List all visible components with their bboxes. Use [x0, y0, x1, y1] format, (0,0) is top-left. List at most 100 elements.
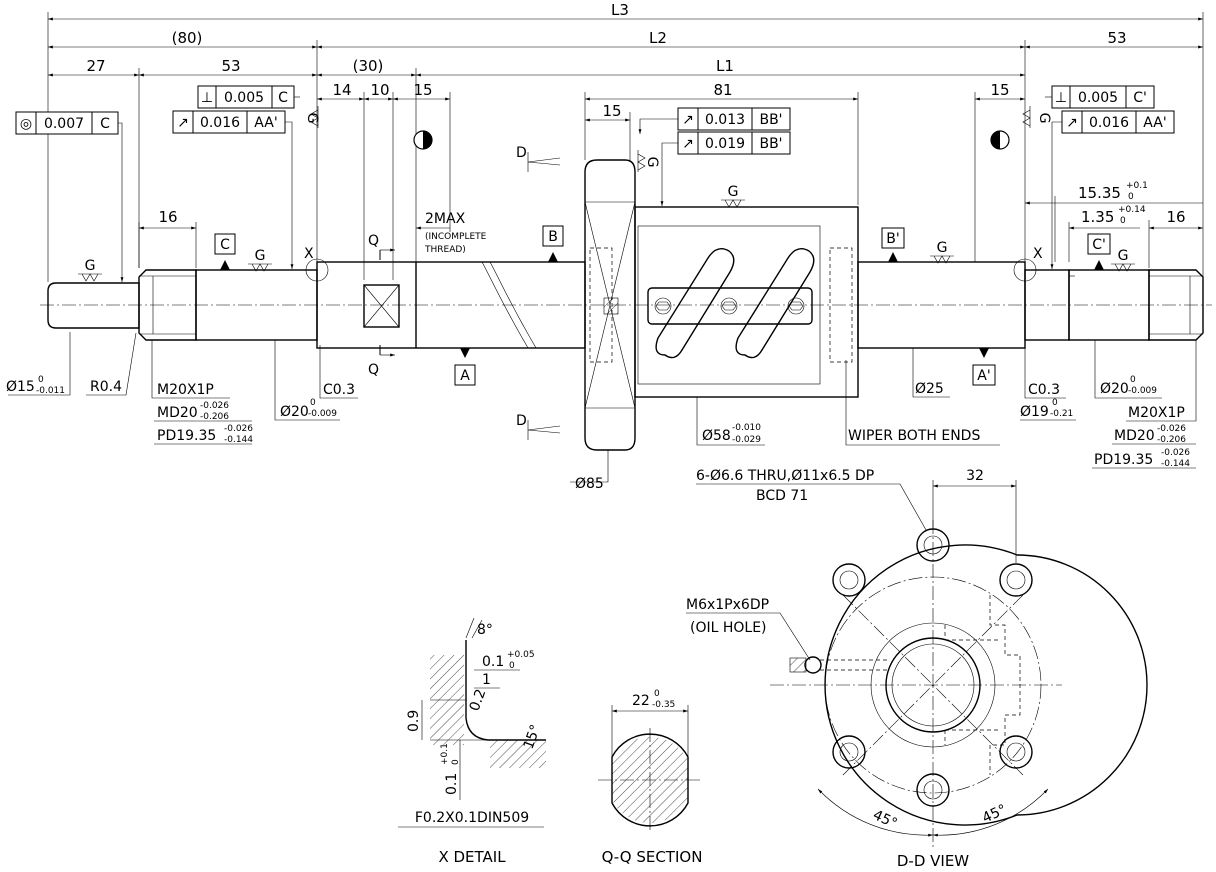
incomplete-2: THREAD) [424, 245, 466, 255]
dd-oil-2: (OIL HOLE) [690, 620, 767, 636]
dimension-chain [47, 12, 1204, 282]
datum-C-prime: C' [1092, 237, 1106, 253]
fcf-perp-right-datum: C' [1133, 90, 1147, 106]
qq-section-title: Q-Q SECTION [602, 848, 703, 866]
section-x-left: X [304, 246, 314, 262]
md20-right-up: -0.026 [1157, 424, 1186, 434]
dia58-lo: -0.029 [732, 435, 761, 445]
dim-16-right: 16 [1166, 208, 1185, 226]
datum-A-prime: A' [977, 368, 990, 384]
xd-1: 1 [482, 672, 491, 688]
fcf-nut2-datum: BB' [759, 136, 782, 152]
dim-30: (30) [353, 57, 384, 75]
surface-g-5: G [1118, 248, 1129, 264]
surface-g-2: G [255, 248, 266, 264]
xd-01b-lo: 0 [451, 759, 461, 765]
qq-section-view: 22 0 -0.35 Q-Q SECTION [598, 689, 702, 866]
fcf-nut1-value: 0.013 [705, 112, 745, 128]
dia15-lo: -0.011 [36, 386, 65, 396]
dd-view-title: D-D VIEW [897, 852, 969, 870]
fcf-runout-left-value: 0.016 [200, 115, 240, 131]
datum-C: C [220, 237, 230, 253]
tolerance-frames: ◎ 0.007 C ⊥ 0.005 C ↗ 0.016 AA' ↗ 0.013 … [15, 85, 1175, 282]
dia19: Ø19 [1020, 404, 1049, 420]
dia85: Ø85 [575, 476, 604, 492]
screw-shaft [40, 258, 1212, 349]
dimension-labels: L3 (80) L2 53 27 53 (30) L1 14 10 15 81 … [86, 1, 1185, 226]
dia20-left-up: 0 [310, 398, 316, 408]
qq-width-up: 0 [654, 689, 660, 699]
dim-53-right: 53 [1107, 29, 1126, 47]
fcf-nut1-symbol: ↗ [682, 112, 694, 128]
c03-right: C0.3 [1028, 382, 1060, 398]
xd-02: 0.2 [467, 687, 490, 713]
dim-1-35: 1.35 [1081, 208, 1114, 226]
pd-left-lo: -0.144 [224, 435, 253, 445]
fcf-runout-left-datum: AA' [254, 115, 277, 131]
dim-10: 10 [370, 81, 389, 99]
md20-left: MD20 [157, 405, 198, 421]
dia19-up: 0 [1052, 398, 1058, 408]
xd-angle-15: 15° [521, 723, 545, 752]
fcf-nut2-value: 0.019 [705, 136, 745, 152]
dia58: Ø58 [702, 428, 731, 444]
datum-B: B [548, 229, 558, 245]
xd-01: 0.1 [482, 654, 504, 670]
dd-holes: 6-Ø6.6 THRU,Ø11x6.5 DP [696, 468, 874, 484]
dim-1-35-up: +0.14 [1118, 205, 1146, 215]
md20-left-up: -0.026 [200, 401, 229, 411]
dia20-left-lo: -0.009 [308, 409, 337, 419]
pd-right-up: -0.026 [1161, 448, 1190, 458]
angle-8: 8° [477, 622, 493, 638]
x-detail-title: X DETAIL [438, 848, 506, 866]
section-q-bot: Q [368, 362, 379, 378]
xd-01b: 0.1 [444, 773, 460, 795]
surface-g-8: G [1036, 113, 1052, 124]
xd-01-lo: 0 [509, 661, 515, 671]
section-x-right: X [1033, 246, 1043, 262]
section-d-bot: D [516, 413, 527, 429]
dd-angle-left: 45° [870, 807, 899, 832]
surface-g-6: G [304, 113, 320, 124]
dim-15-35-up: +0.1 [1126, 181, 1148, 191]
dd-view: 6-Ø6.6 THRU,Ø11x6.5 DP BCD 71 32 M6x1Px6… [686, 468, 1148, 870]
pd-left-up: -0.026 [224, 424, 253, 434]
fcf-conc-symbol: ◎ [20, 116, 32, 132]
x-detail-view: 8° 0.1 +0.05 0 1 0.2 0.9 15° 0.1 +0.1 0 … [398, 617, 546, 866]
dim-15-35: 15.35 [1078, 184, 1121, 202]
dim-81: 81 [713, 81, 732, 99]
fcf-conc-value: 0.007 [44, 116, 84, 132]
twomax: 2MAX [425, 211, 466, 227]
datum-markers: C B A B' A' C' G G G G G G G G [78, 106, 1135, 440]
bolt-holes [832, 528, 1033, 807]
md20-right-lo: -0.206 [1157, 435, 1186, 445]
section-q-top: Q [368, 233, 379, 249]
md20-left-lo: -0.206 [200, 412, 229, 422]
dim-15-b: 15 [602, 102, 621, 120]
pd-right: PD19.35 [1094, 452, 1153, 468]
dia25: Ø25 [915, 381, 944, 397]
xd-01b-up: +0.1 [440, 743, 450, 765]
fcf-nut2-symbol: ↗ [682, 136, 694, 152]
fcf-runout-right-datum: AA' [1143, 115, 1166, 131]
dia20-right: Ø20 [1100, 381, 1129, 397]
wiper: WIPER BOTH ENDS [848, 428, 980, 444]
dim-80: (80) [172, 29, 203, 47]
fcf-nut1-datum: BB' [759, 112, 782, 128]
dia15: Ø15 [6, 379, 35, 395]
dia19-lo: -0.21 [1050, 409, 1073, 419]
dd-angle-right: 45° [980, 802, 1009, 827]
dim-16-left: 16 [158, 208, 177, 226]
fcf-runout-right-value: 0.016 [1089, 115, 1129, 131]
fcf-perp-left-symbol: ⊥ [201, 90, 213, 106]
dd-bcd: BCD 71 [756, 488, 808, 504]
dim-1-35-lo: 0 [1120, 216, 1126, 226]
surface-g-7: G [644, 157, 660, 168]
pd-left: PD19.35 [157, 428, 216, 444]
xd-01-up: +0.05 [507, 650, 535, 660]
surface-g-1: G [85, 258, 96, 274]
fcf-perp-left-value: 0.005 [224, 90, 264, 106]
qq-width-lo: -0.35 [652, 700, 675, 710]
dia20-right-lo: -0.009 [1128, 386, 1157, 396]
